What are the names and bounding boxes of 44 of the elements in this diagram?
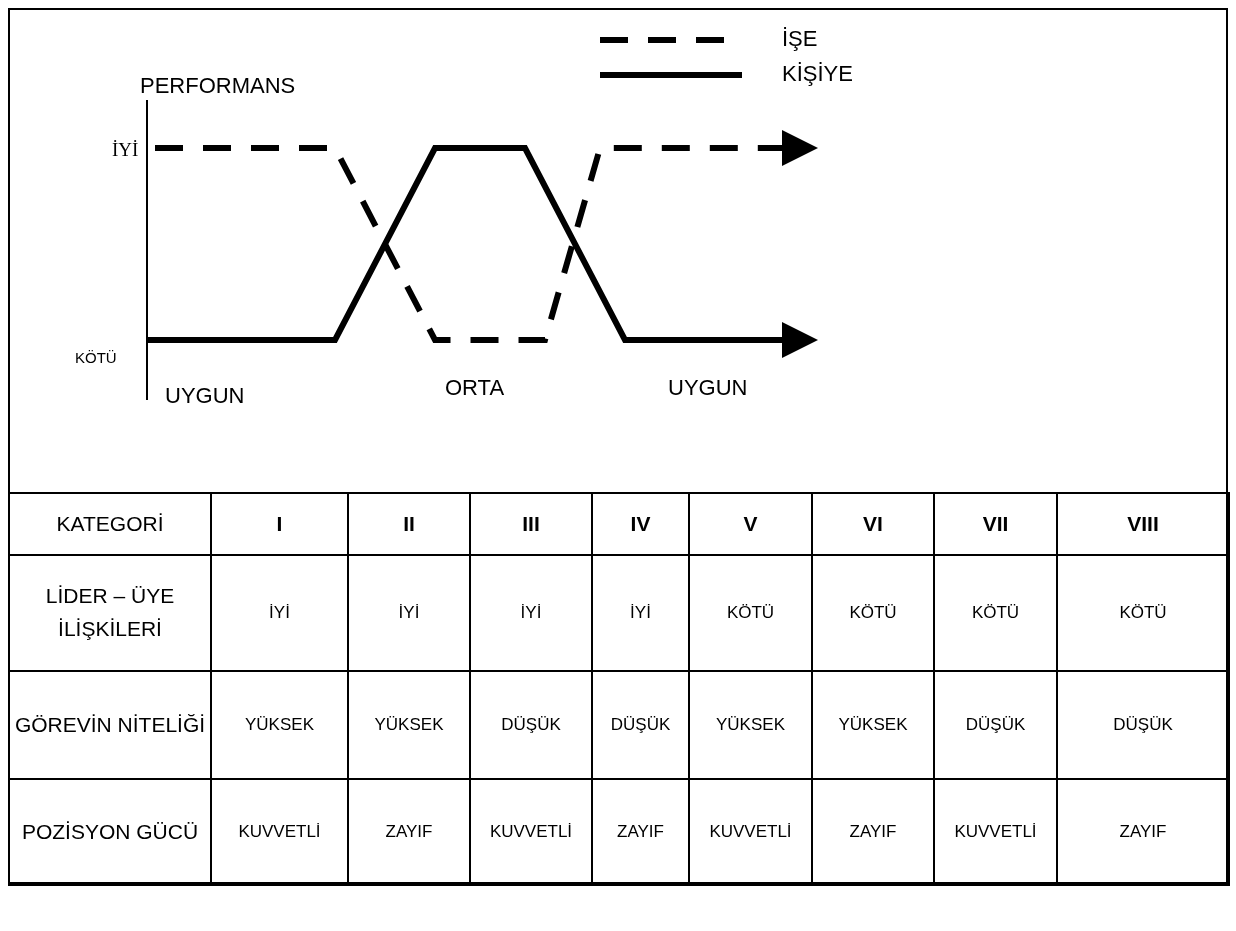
table-cell: YÜKSEK [689,671,812,779]
table-cell: İYİ [211,555,348,671]
table-cell: ZAYIF [348,779,470,885]
axis-tick-label: İYİ [112,140,139,161]
axis-title: PERFORMANS [140,74,296,99]
table-cell: DÜŞÜK [470,671,592,779]
axis-tick-label: KÖTÜ [75,350,117,367]
table-cell: ZAYIF [592,779,689,885]
row-header-cell: KATEGORİ [9,493,211,555]
column-header-cell: III [470,493,592,555]
table-cell: KÖTÜ [934,555,1057,671]
column-header-cell: II [348,493,470,555]
table-cell: ZAYIF [1057,779,1229,885]
table-cell: KÖTÜ [1057,555,1229,671]
table-cell: İYİ [348,555,470,671]
table-cell: DÜŞÜK [592,671,689,779]
column-header-cell: VIII [1057,493,1229,555]
table-cell: KUVVETLİ [934,779,1057,885]
table-cell: DÜŞÜK [934,671,1057,779]
table-cell: YÜKSEK [348,671,470,779]
table-cell: İYİ [592,555,689,671]
table-cell: DÜŞÜK [1057,671,1229,779]
table-cell: YÜKSEK [211,671,348,779]
region-label: ORTA [445,376,505,401]
table-cell: KUVVETLİ [689,779,812,885]
table-cell: ZAYIF [812,779,934,885]
table-cell: KUVVETLİ [211,779,348,885]
row-header-cell: LİDER – ÜYE İLİŞKİLERİ [9,555,211,671]
region-label: UYGUN [165,384,245,409]
column-header-cell: IV [592,493,689,555]
column-header-cell: V [689,493,812,555]
column-header-cell: VI [812,493,934,555]
row-header-cell: POZİSYON GÜCÜ [9,779,211,885]
table-cell: YÜKSEK [812,671,934,779]
legend-label: KİŞİYE [782,62,853,87]
column-header-cell: I [211,493,348,555]
legend-label: İŞE [782,27,818,52]
table-cell: İYİ [470,555,592,671]
row-header-cell: GÖREVİN NİTELİĞİ [9,671,211,779]
table-cell: KUVVETLİ [470,779,592,885]
table-cell: KÖTÜ [812,555,934,671]
table-cell: KÖTÜ [689,555,812,671]
region-label: UYGUN [668,376,748,401]
column-header-cell: VII [934,493,1057,555]
